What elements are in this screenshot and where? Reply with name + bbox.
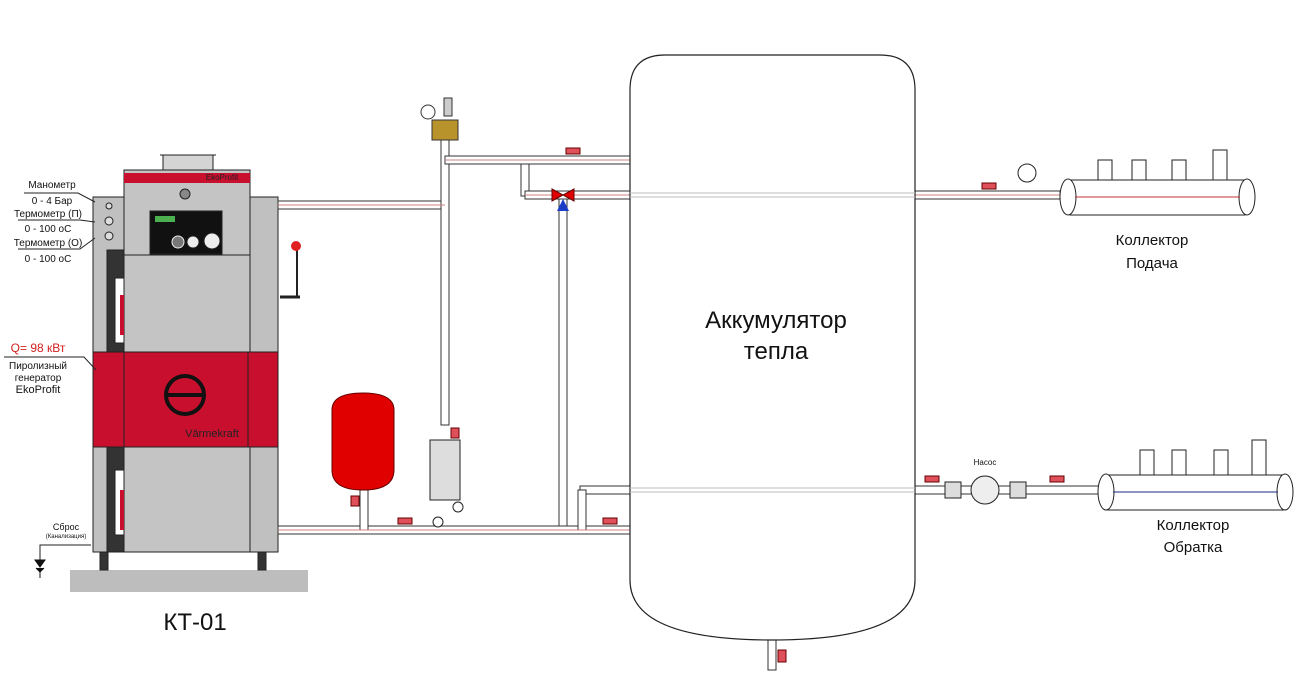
return-assembly — [429, 439, 464, 528]
tank-label-line1: Аккумулятор — [705, 307, 847, 334]
pump — [944, 475, 1027, 505]
generator-line3: EkoProfit — [15, 384, 61, 396]
boiler-base — [70, 570, 308, 592]
safety-group — [420, 97, 459, 141]
thermo-return-range: 0 - 100 оС — [24, 254, 72, 265]
tank-through-lines — [630, 192, 915, 493]
drain-label: Сброс — [52, 522, 80, 532]
mixing-valve-inlet — [557, 199, 569, 211]
gauges — [104, 202, 114, 241]
return-collector-line1: Коллектор — [1156, 517, 1230, 534]
thermo-supply-range: 0 - 100 оС — [24, 224, 72, 235]
manometer-range: 0 - 4 Бар — [31, 196, 73, 207]
thermo-supply-label: Термометр (П) — [14, 209, 82, 220]
mixing-valve — [551, 188, 575, 202]
generator-line2: генератор — [14, 373, 62, 384]
drain-icon — [34, 559, 46, 578]
supply-collector-line1: Коллектор — [1115, 232, 1189, 249]
brand-logo — [164, 374, 206, 416]
accumulator-tank — [629, 54, 916, 641]
thermo-return-label: Термометр (О) — [13, 238, 83, 249]
pipe-flow-lines — [278, 159, 1060, 531]
leader-lines — [4, 192, 97, 565]
return-collector-line2: Обратка — [1163, 539, 1223, 556]
manometer-label: Манометр — [28, 180, 76, 191]
supply-collector-line2: Подача — [1126, 255, 1178, 272]
return-collector — [1097, 439, 1294, 511]
tank-label-line2: тепла — [743, 338, 809, 365]
ball-valves — [350, 147, 1065, 663]
boiler-panel-brand: EkoProfit — [205, 173, 239, 182]
lever-knob — [291, 241, 301, 251]
boiler — [92, 154, 300, 571]
generator-line1: Пиролизный — [9, 361, 67, 372]
boiler-brand: Värmekraft — [185, 428, 239, 440]
pump-label: Насос — [973, 458, 997, 467]
drain-sublabel: (Канализация) — [45, 534, 87, 540]
power-label: Q= 98 кВт — [10, 341, 66, 355]
supply-gauge — [1017, 163, 1037, 183]
boiler-model: КТ-01 — [163, 609, 227, 636]
supply-collector — [1059, 149, 1256, 216]
expansion-tank — [331, 392, 395, 491]
